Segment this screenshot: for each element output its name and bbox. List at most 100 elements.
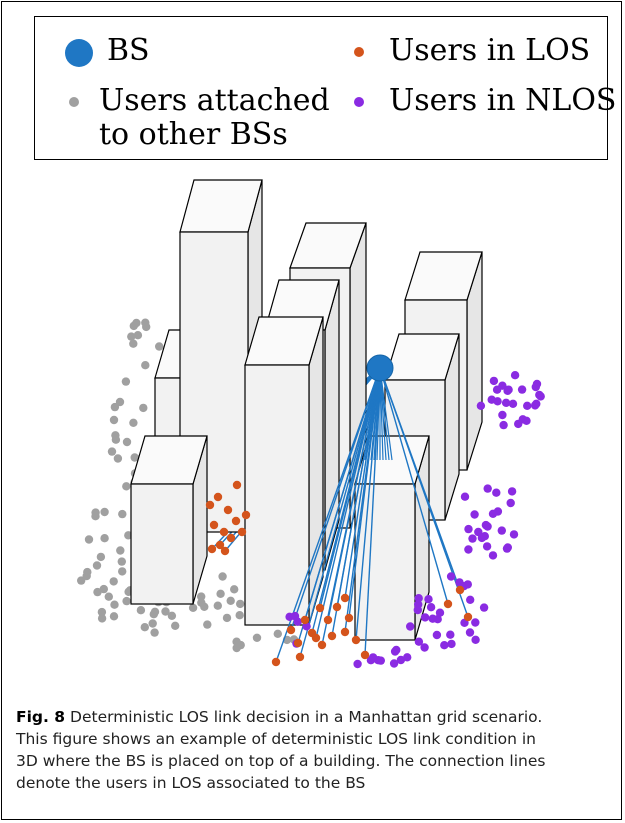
user-other-marker (133, 331, 143, 340)
figure-label: Fig. 8 (16, 708, 66, 726)
user-other-marker (148, 619, 157, 628)
user-other-marker (161, 607, 170, 616)
los-link-line (299, 367, 381, 658)
los-link-line (290, 367, 381, 631)
users-front-layer (205, 371, 545, 669)
legend: BS Users in LOS Users attached to other … (34, 16, 616, 160)
user-nlos-marker (446, 572, 456, 581)
user-other-marker (96, 552, 106, 562)
buildings-layer (130, 179, 483, 641)
user-other-marker (111, 431, 120, 440)
user-nlos-marker (493, 397, 502, 406)
legend-bs-marker (65, 39, 93, 67)
user-other-marker (118, 567, 127, 576)
user-los-marker (215, 540, 225, 550)
user-nlos-marker (368, 653, 378, 662)
user-other-marker (115, 397, 125, 407)
user-nlos-marker (498, 410, 507, 420)
user-nlos-marker (466, 595, 475, 604)
user-other-marker (83, 567, 92, 577)
user-other-marker (91, 508, 100, 517)
user-nlos-marker (489, 376, 499, 386)
building (244, 316, 324, 626)
user-other-marker (218, 572, 227, 581)
user-nlos-marker (476, 401, 486, 410)
user-los-marker (286, 625, 296, 635)
legend-los-label: Users in LOS (389, 33, 591, 68)
user-nlos-marker (531, 382, 540, 392)
user-nlos-marker (432, 630, 442, 640)
user-nlos-marker (435, 608, 445, 617)
user-los-marker (340, 593, 350, 603)
user-los-marker (231, 516, 241, 526)
user-other-marker (122, 596, 131, 606)
user-nlos-marker (492, 385, 502, 394)
user-other-marker (230, 585, 239, 594)
user-other-marker (110, 600, 119, 609)
user-nlos-marker (504, 385, 513, 394)
user-other-marker (92, 561, 102, 570)
user-los-marker (307, 628, 317, 638)
building-top-face (244, 316, 324, 366)
los-link-line (327, 367, 381, 621)
los-link-line (379, 367, 393, 461)
building (384, 333, 460, 521)
bs-layer (366, 354, 394, 382)
user-nlos-marker (517, 385, 527, 394)
user-nlos-marker (396, 655, 406, 665)
manhattan-grid-scene (77, 179, 545, 669)
user-nlos-marker (464, 524, 473, 534)
user-los-marker (317, 640, 327, 650)
user-nlos-marker (492, 488, 501, 497)
user-other-marker (117, 557, 127, 566)
user-nlos-marker (506, 498, 515, 508)
building-side-face (308, 316, 324, 626)
user-nlos-marker (507, 487, 517, 496)
building-front-face (354, 483, 416, 641)
user-other-marker (122, 482, 131, 491)
building-top-face (179, 179, 263, 233)
user-other-marker (200, 602, 209, 611)
user-other-marker (140, 623, 149, 632)
user-los-marker (271, 657, 281, 667)
user-nlos-marker (406, 622, 415, 631)
user-other-marker (113, 454, 123, 463)
user-nlos-marker (414, 637, 424, 646)
user-other-marker (129, 339, 138, 348)
user-los-marker (219, 527, 229, 537)
user-other-marker (203, 620, 212, 629)
user-nlos-marker (499, 420, 508, 430)
user-other-marker (109, 577, 118, 586)
user-other-marker (100, 507, 109, 517)
user-other-marker (197, 592, 206, 601)
user-nlos-marker (424, 595, 433, 604)
user-los-marker (344, 613, 354, 623)
caption-line-1: Fig. 8 Deterministic LOS link decision i… (16, 706, 616, 728)
user-nlos-marker (389, 659, 399, 668)
user-nlos-marker (479, 603, 489, 612)
user-other-marker (124, 531, 133, 540)
user-other-marker (216, 589, 225, 598)
caption-line-2: This figure shows an example of determin… (16, 730, 536, 748)
user-nlos-marker (447, 639, 456, 649)
legend-other-label-line2: to other BSs (99, 117, 288, 152)
user-los-marker (351, 635, 361, 645)
user-other-marker (121, 377, 131, 386)
user-other-marker (141, 318, 150, 327)
user-nlos-marker (488, 551, 498, 560)
user-los-marker (443, 599, 453, 609)
user-other-marker (150, 628, 159, 637)
user-other-marker (171, 621, 180, 630)
building (130, 435, 208, 605)
user-los-marker (300, 615, 310, 625)
user-other-marker (167, 611, 177, 620)
los-link-line (319, 367, 381, 609)
user-los-marker (340, 627, 350, 637)
legend-other-label-line1: Users attached (99, 83, 330, 118)
legend-nlos-marker (354, 97, 364, 107)
legend-los-marker (354, 47, 364, 57)
caption-line-3: 3D where the BS is placed on top of a bu… (16, 752, 546, 770)
legend-bs-label: BS (107, 33, 150, 68)
building-top-face (130, 435, 208, 485)
legend-nlos-label: Users in NLOS (389, 83, 617, 118)
